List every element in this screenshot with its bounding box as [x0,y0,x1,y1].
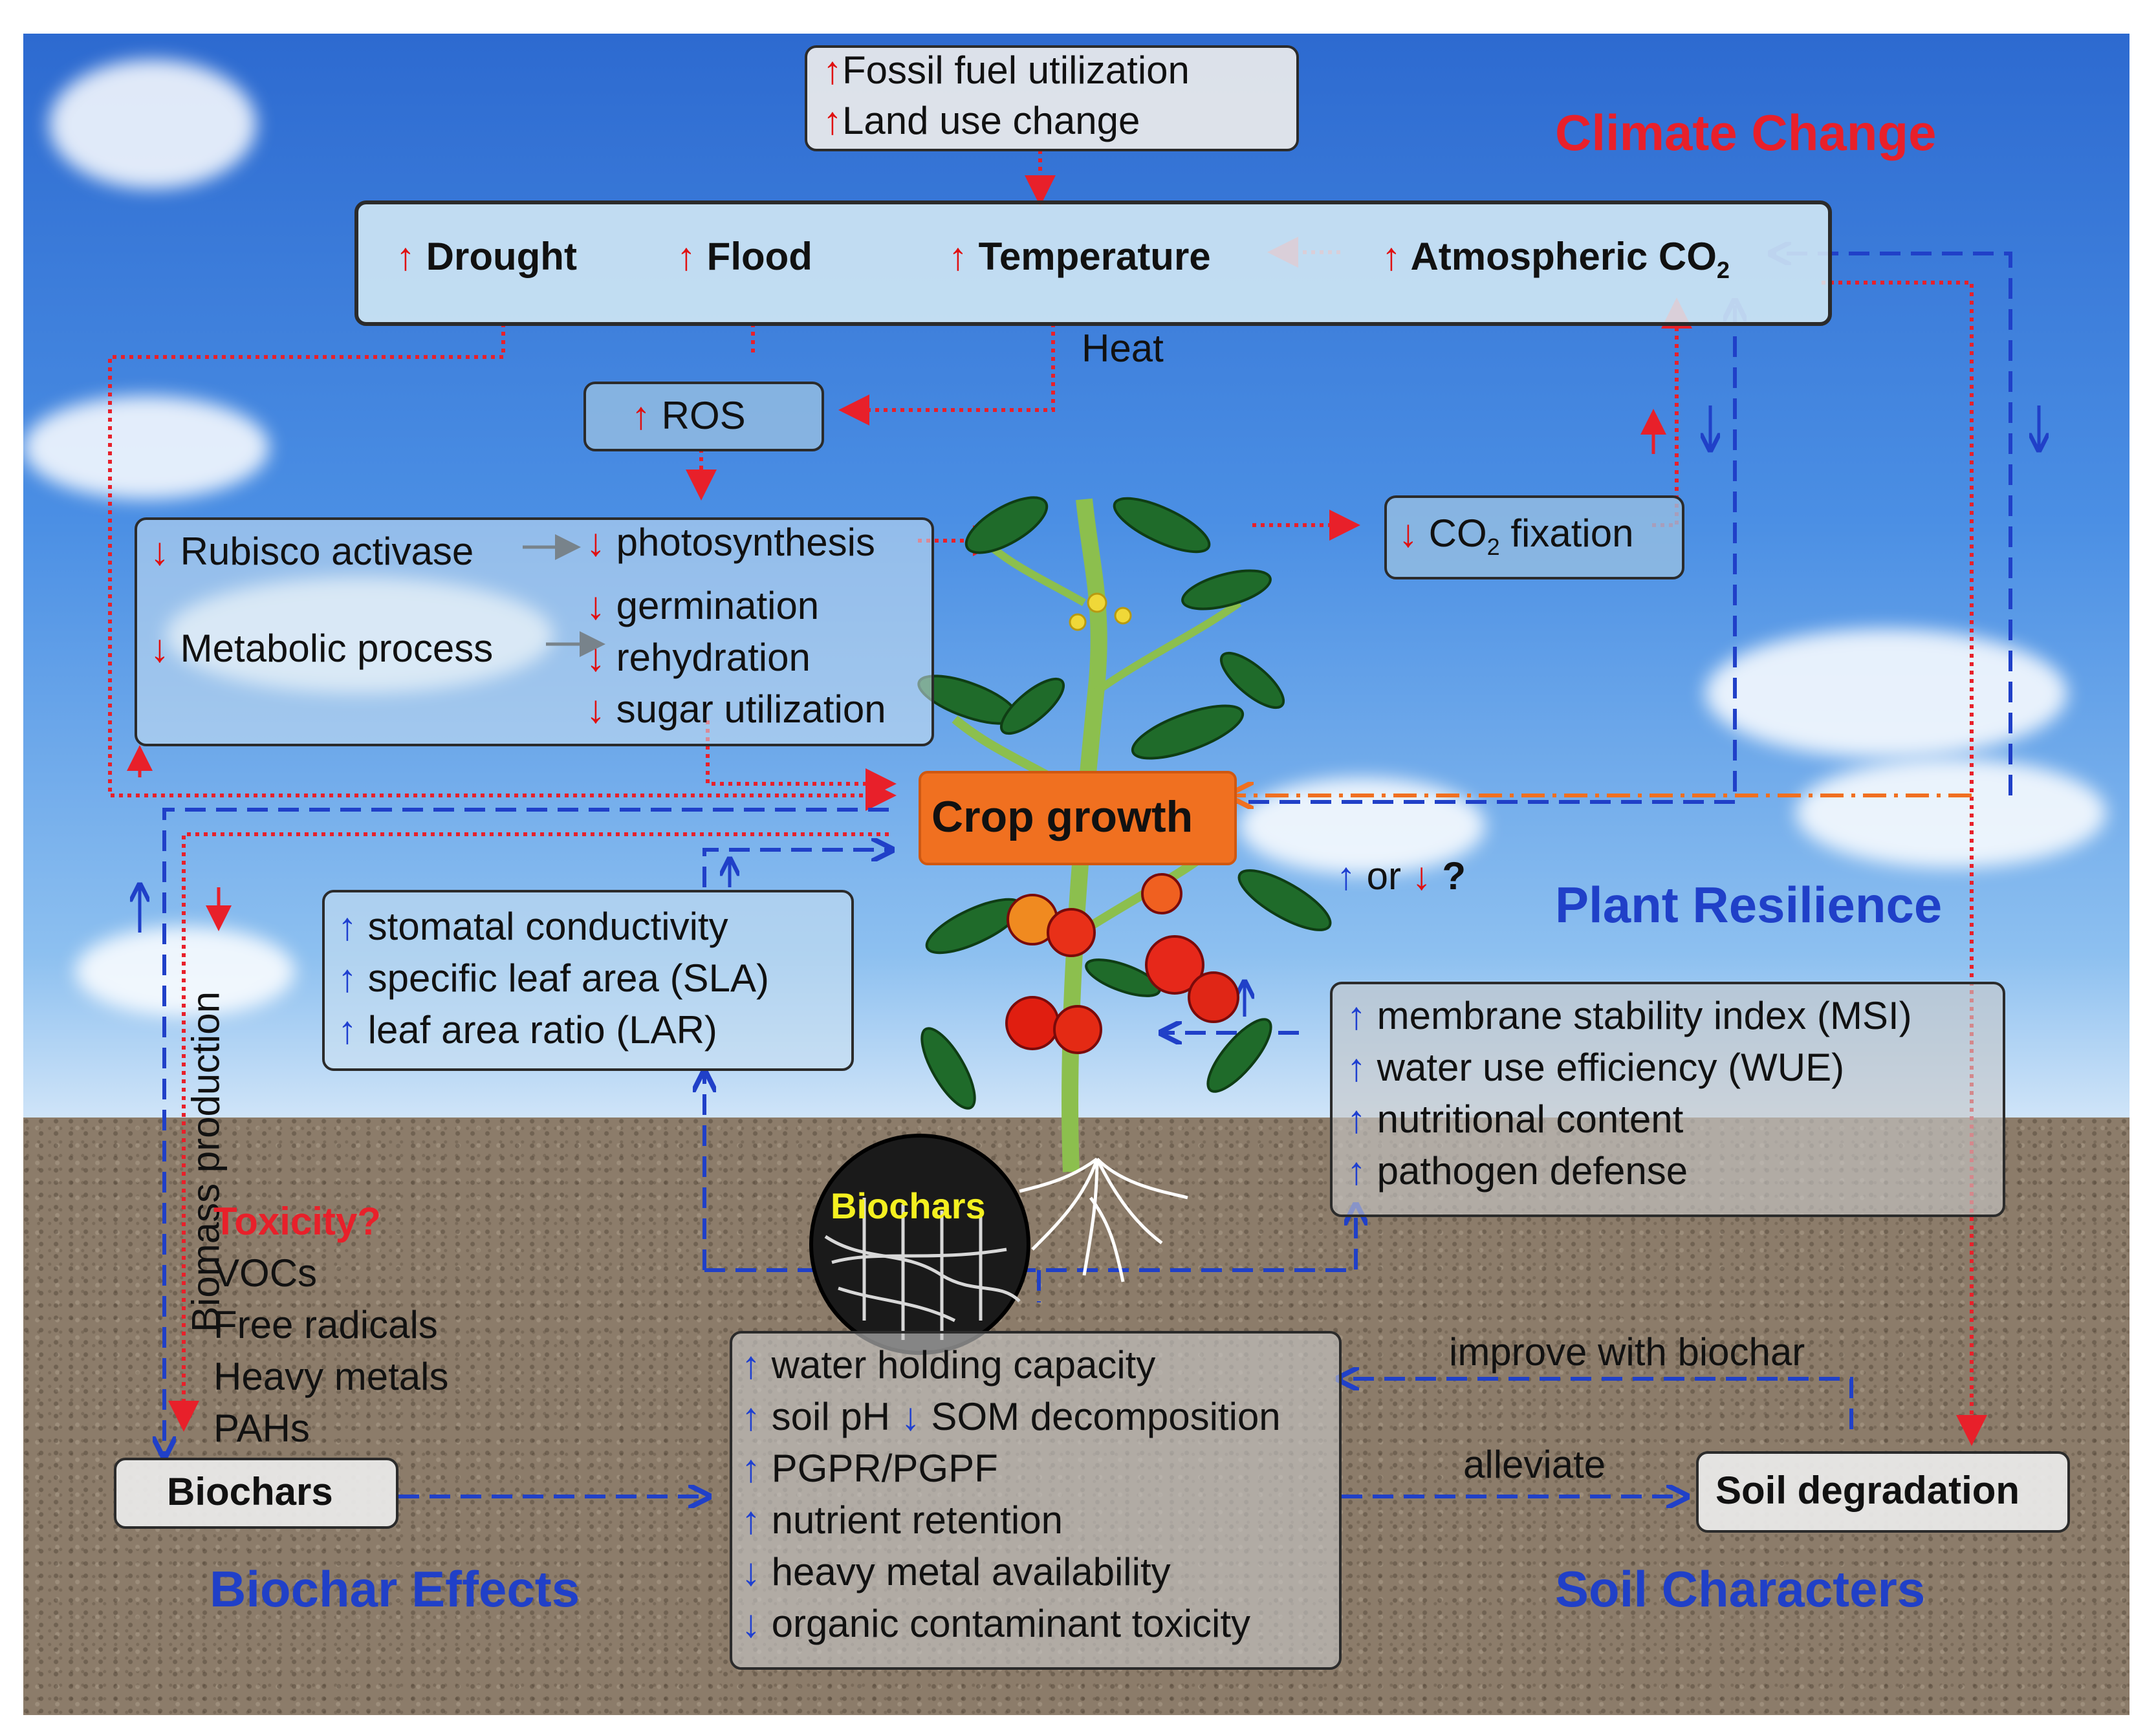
or-label: ↑ or ↓ ? [1336,854,1466,898]
heat-label: Heat [1082,327,1164,370]
co2-fixation-label: ↓ CO2 fixation [1399,512,1634,560]
co2-fixation-box [1384,495,1684,579]
emission-sources-box [805,45,1299,151]
resilience-trait: ↑ water use efficiency (WUE) [1347,1046,1845,1089]
crop-growth-box [919,771,1237,865]
connector-layer [108,150,2129,1715]
ros-label: ↑ ROS [631,394,746,437]
climate-stress-box [354,200,1832,326]
diagram-canvas: Climate Change Plant Resilience Biochar … [23,34,2129,1715]
biochars-micrograph-label: Biochars [831,1185,986,1226]
toxicity-item: Free radicals [213,1303,438,1346]
germination-label: ↓ germination [586,584,820,627]
cloud [1796,758,2106,868]
title-soil-characters: Soil Characters [1555,1561,1926,1617]
leaf-traits-box [322,890,854,1071]
ros-box [583,382,824,451]
atmospheric-co2-label: ↑ Atmospheric CO2 [1382,235,1730,283]
drought-label: ↑ Drought [396,235,577,278]
soil-degradation-label: Soil degradation [1715,1469,2020,1512]
biochar-micrograph [809,1134,1030,1355]
rehydration-label: ↓ rehydration [586,636,811,679]
metabolic-process-label: ↓ Metabolic process [150,627,494,670]
soil-effect: ↓ organic contaminant toxicity [741,1602,1251,1645]
soil-effects-box [730,1331,1342,1670]
resilience-traits-box [1330,982,2005,1217]
title-climate-change: Climate Change [1555,104,1937,161]
title-biochar-effects: Biochar Effects [210,1561,580,1617]
soil-effect: ↑ water holding capacity [741,1343,1156,1387]
toxicity-item: PAHs [213,1407,310,1450]
cloud [23,396,269,499]
temperature-label: ↑ Temperature [948,235,1211,278]
fossil-fuel-label: ↑Fossil fuel utilization [823,49,1190,92]
land-use-label: ↑Land use change [823,99,1140,142]
soil-effect: ↑ PGPR/PGPF [741,1447,998,1490]
soil-effect: ↑ soil pH ↓ SOM decomposition [741,1395,1281,1438]
crop-growth-label: Crop growth [931,792,1193,841]
resilience-trait: ↑ pathogen defense [1347,1149,1688,1193]
title-plant-resilience: Plant Resilience [1555,876,1943,933]
alleviate-label: alleviate [1463,1443,1606,1486]
soil-effect: ↑ nutrient retention [741,1498,1063,1542]
cloud [49,59,256,189]
resilience-trait: ↑ membrane stability index (MSI) [1347,994,1912,1037]
toxicity-item: VOCs [213,1251,318,1295]
sugar-utilization-label: ↓ sugar utilization [586,687,886,731]
toxicity-title: Toxicity? [213,1200,381,1243]
soil-effect: ↓ heavy metal availability [741,1550,1171,1593]
leaf-trait: ↑ specific leaf area (SLA) [338,956,769,1000]
biochars-box [114,1458,398,1529]
photosynthesis-label: ↓ photosynthesis [586,521,875,564]
toxicity-item: Heavy metals [213,1355,449,1398]
improve-with-biochar-label: improve with biochar [1449,1330,1805,1374]
leaf-trait: ↑ leaf area ratio (LAR) [338,1008,717,1052]
physiology-box [135,517,934,746]
resilience-trait: ↑ nutritional content [1347,1097,1684,1141]
cloud [1705,629,2067,758]
flood-label: ↑ Flood [677,235,812,278]
tomato-plant-illustration [917,496,1332,1282]
soil-degradation-box [1696,1451,2070,1533]
leaf-trait: ↑ stomatal conductivity [338,905,728,948]
rubisco-label: ↓ Rubisco activase [150,530,474,573]
biochars-box-label: Biochars [167,1470,333,1513]
